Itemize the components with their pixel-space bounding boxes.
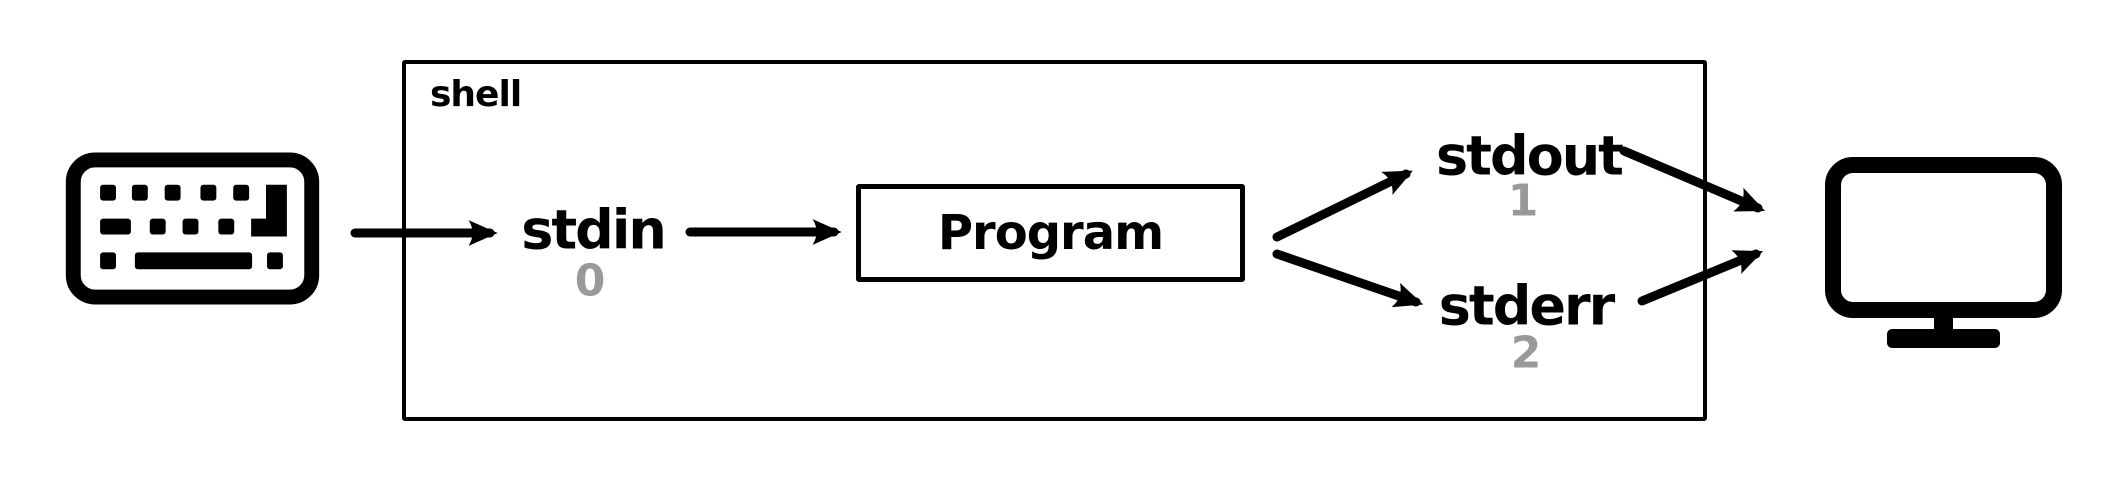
program-box: Program xyxy=(856,184,1245,282)
stderr-label: stderr xyxy=(1438,274,1615,338)
program-label: Program xyxy=(937,205,1164,261)
stdin-label: stdin xyxy=(521,198,667,262)
arrow-stderr-to-monitor xyxy=(1637,249,1764,306)
stderr-fd-number: 2 xyxy=(1510,327,1542,379)
monitor-icon xyxy=(1825,157,2062,348)
stdin-fd-number: 0 xyxy=(574,255,606,307)
stdout-fd-number: 1 xyxy=(1507,175,1539,227)
shell-label: shell xyxy=(430,74,522,115)
arrow-stdout-to-monitor xyxy=(1619,146,1766,213)
arrow-program-to-stderr xyxy=(1272,249,1424,308)
arrow-program-to-stdout xyxy=(1272,169,1413,242)
stdout-label: stdout xyxy=(1436,124,1624,188)
keyboard-icon xyxy=(65,152,320,305)
shell-box xyxy=(402,60,1707,421)
